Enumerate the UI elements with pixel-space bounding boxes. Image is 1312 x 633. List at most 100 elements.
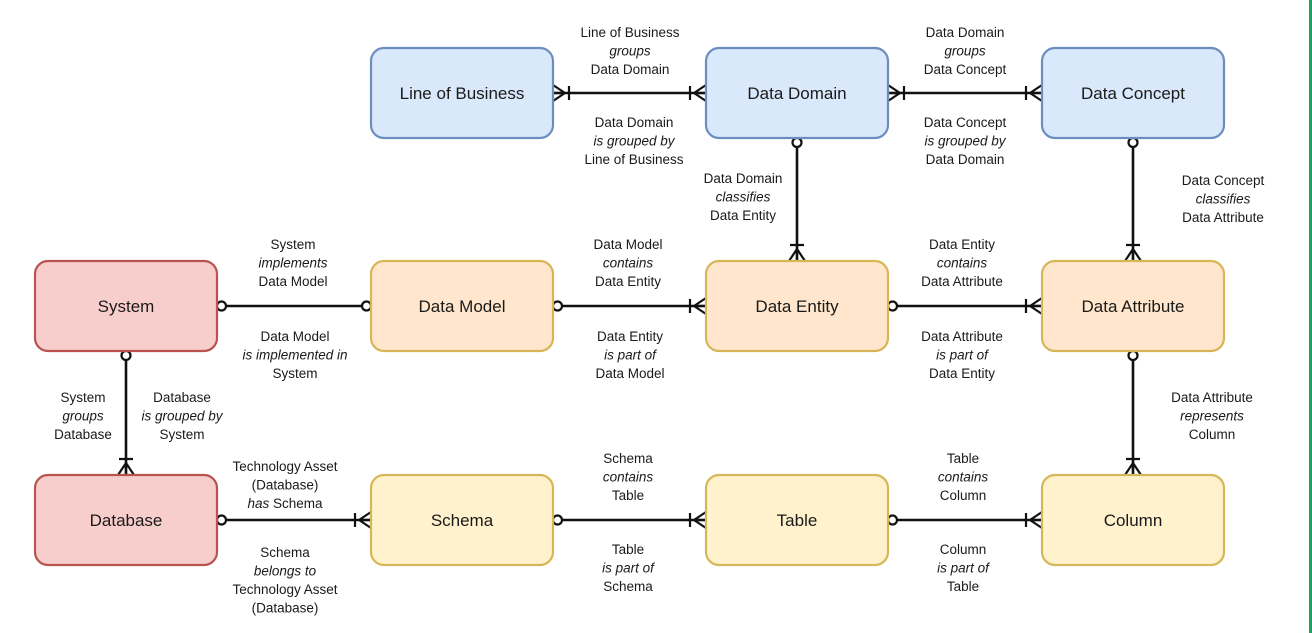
edge-lob-domain: [552, 84, 707, 102]
label-line: Data Concept: [924, 62, 1007, 77]
label-line: Table: [612, 542, 644, 557]
label-line: Data Model: [258, 274, 327, 289]
node-system[interactable]: System: [33, 259, 219, 353]
label-line: implements: [258, 256, 327, 271]
edge-model-entity: [551, 297, 707, 315]
node-box: [704, 259, 890, 353]
circle-marker: [1127, 136, 1139, 149]
label-line: Schema: [603, 579, 653, 594]
label-line: Data Entity: [929, 237, 995, 252]
label-line: Table: [947, 579, 979, 594]
node-box: [369, 259, 555, 353]
label-line: Data Domain: [704, 171, 783, 186]
crowfoot-marker: [688, 297, 707, 315]
relationship-label-schema-table-rev: Table is part of Schema: [602, 542, 655, 594]
label-line: Schema: [603, 451, 653, 466]
node-box: [369, 46, 555, 140]
label-line: Table: [947, 451, 979, 466]
window-edge-border: [1309, 0, 1312, 633]
node-label: Data Domain: [747, 84, 846, 103]
node-box: [704, 473, 890, 567]
label-line: Line of Business: [580, 25, 679, 40]
node-lob[interactable]: Line of Business: [369, 46, 555, 140]
label-fragment: Schema: [269, 496, 323, 511]
label-line: classifies: [1196, 192, 1251, 207]
label-line: System: [159, 427, 204, 442]
label-line: contains: [937, 256, 988, 271]
node-label: Line of Business: [400, 84, 525, 103]
label-line: Data Domain: [926, 152, 1005, 167]
label-line: Data Entity: [929, 366, 995, 381]
label-line: System: [270, 237, 315, 252]
node-box: [1040, 46, 1226, 140]
node-box: [369, 473, 555, 567]
node-label: System: [98, 297, 155, 316]
label-line: Data Domain: [591, 62, 670, 77]
label-line: Data Model: [595, 366, 664, 381]
node-concept[interactable]: Data Concept: [1040, 46, 1226, 140]
crowfoot-marker: [1024, 511, 1043, 529]
label-line: Data Attribute: [921, 329, 1003, 344]
node-model[interactable]: Data Model: [369, 259, 555, 353]
relationship-label-model-entity-rev: Data Entity is part of Data Model: [595, 329, 664, 381]
label-line: Data Concept: [1182, 173, 1265, 188]
label-line: belongs to: [254, 564, 317, 579]
circle-marker: [120, 349, 132, 362]
node-attribute[interactable]: Data Attribute: [1040, 259, 1226, 353]
label-line: is part of: [602, 561, 655, 576]
edge-database-schema: [215, 511, 372, 529]
label-line: Data Entity: [595, 274, 661, 289]
crowfoot-marker: [688, 511, 707, 529]
label-line: groups: [62, 409, 104, 424]
node-label: Data Concept: [1081, 84, 1185, 103]
label-line: is part of: [604, 348, 657, 363]
circle-marker: [1127, 349, 1139, 362]
label-line: Data Attribute: [921, 274, 1003, 289]
node-box: [33, 259, 219, 353]
node-box: [1040, 259, 1226, 353]
label-line: groups: [609, 44, 651, 59]
label-line: Data Entity: [597, 329, 663, 344]
label-line: Data Concept: [924, 115, 1007, 130]
edge-schema-table: [551, 511, 707, 529]
node-database[interactable]: Database: [33, 473, 219, 567]
node-label: Data Attribute: [1081, 297, 1184, 316]
crowfoot-marker: [688, 84, 707, 102]
circle-marker: [886, 514, 899, 526]
node-column[interactable]: Column: [1040, 473, 1226, 567]
circle-marker: [215, 300, 228, 312]
edge-system-model: [215, 300, 373, 312]
node-schema[interactable]: Schema: [369, 473, 555, 567]
crowfoot-marker: [788, 243, 806, 262]
node-entity[interactable]: Data Entity: [704, 259, 890, 353]
label-line: represents: [1180, 409, 1244, 424]
label-line: is part of: [936, 348, 989, 363]
edge-attribute-column: [1124, 349, 1142, 476]
crowfoot-marker: [353, 511, 372, 529]
label-line: (Database): [252, 478, 319, 493]
node-table[interactable]: Table: [704, 473, 890, 567]
crowfoot-marker: [552, 84, 571, 102]
crowfoot-marker: [1024, 84, 1043, 102]
node-label: Data Model: [419, 297, 506, 316]
relationship-label-entity-attribute-rev: Data Attribute is part of Data Entity: [921, 329, 1003, 381]
node-domain[interactable]: Data Domain: [704, 46, 890, 140]
label-line: is grouped by: [593, 134, 675, 149]
